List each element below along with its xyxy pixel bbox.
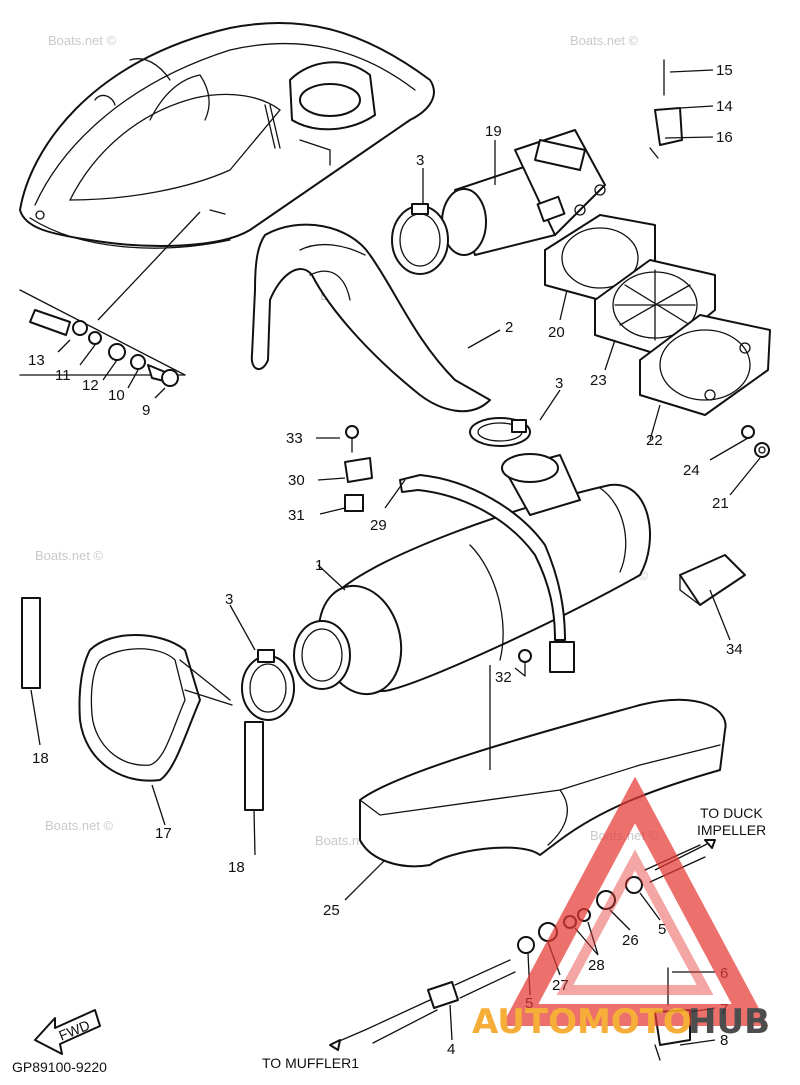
nut-21 (754, 442, 770, 458)
logo-text-hub: HUB (688, 1002, 770, 1042)
note-impeller: IMPELLER (697, 822, 766, 838)
watercraft-hull (19, 21, 435, 249)
callout-27: 27 (552, 977, 569, 994)
callout-21: 21 (712, 495, 729, 512)
note-to-muffler: TO MUFFLER1 (262, 1055, 359, 1071)
callout-31: 31 (288, 507, 305, 524)
callout-13: 13 (28, 352, 45, 369)
callout-18: 18 (228, 859, 245, 876)
note-to-duck: TO DUCK (700, 805, 763, 821)
callout-32: 32 (495, 669, 512, 686)
callout-4: 4 (447, 1041, 455, 1058)
logo-triangle-outer (501, 776, 769, 1026)
callout-3: 3 (555, 375, 563, 392)
callout-16: 16 (716, 129, 733, 146)
exhaust-outlet-17 (78, 634, 233, 782)
callout-11: 11 (55, 367, 71, 384)
callout-9: 9 (142, 402, 150, 419)
callout-23: 23 (590, 372, 607, 389)
watermark: Boats.net © (48, 33, 117, 48)
fwd-label: FWD (56, 1017, 92, 1044)
bracket-34 (679, 554, 746, 606)
hose-clamp-3 (469, 417, 531, 447)
logo-text-automoto: AUTOMOTO (472, 1002, 692, 1042)
callout-10: 10 (108, 387, 125, 404)
watermark: Boats.net © (570, 33, 639, 48)
fitting-5 (625, 876, 643, 894)
arrow-head (704, 839, 716, 849)
callout-14: 14 (716, 98, 733, 115)
hose-joint-4 (364, 959, 516, 1044)
seal-strip-18 (21, 597, 41, 689)
arrow-head (329, 1039, 341, 1051)
callout-18: 18 (32, 750, 49, 767)
callout-numbers: 1 2 3 3 3 4 5 5 6 7 8 9 10 11 12 13 14 1… (28, 62, 743, 1058)
callout-5: 5 (658, 921, 666, 938)
flange-22 (639, 314, 771, 416)
fitting-5 (517, 936, 535, 954)
muffler-band-29 (399, 474, 575, 673)
muffler-1 (293, 453, 651, 696)
callout-30: 30 (288, 472, 305, 489)
fwd-arrow: FWD (34, 1009, 101, 1055)
callout-26: 26 (622, 932, 639, 949)
callout-29: 29 (370, 517, 387, 534)
bracket-30 (344, 457, 373, 483)
callout-25: 25 (323, 902, 340, 919)
clip-14-15-16 (649, 59, 683, 159)
callout-22: 22 (646, 432, 663, 449)
callout-19: 19 (485, 123, 502, 140)
exhaust-bolt-detail (19, 211, 201, 399)
exhaust-manifold-19 (441, 129, 606, 256)
grommet-31 (344, 494, 364, 512)
callout-3: 3 (225, 591, 233, 608)
callout-28: 28 (588, 957, 605, 974)
bolt-32 (518, 649, 532, 677)
callout-12: 12 (82, 377, 99, 394)
fitting-26 (596, 890, 616, 910)
callout-8: 8 (720, 1032, 728, 1049)
bolt-33 (345, 425, 359, 453)
watermark: Boats.net © (45, 818, 114, 833)
automotohub-logo: AUTOMOTO HUB (472, 776, 770, 1042)
hose-clamp-3 (391, 203, 449, 275)
callout-33: 33 (286, 430, 303, 447)
callout-1: 1 (315, 557, 323, 574)
logo-triangle-inner (556, 849, 714, 995)
exhaust-hose-2 (250, 223, 491, 413)
callout-15: 15 (716, 62, 733, 79)
callout-20: 20 (548, 324, 565, 341)
seal-strip-18 (244, 721, 264, 811)
callout-3: 3 (416, 152, 424, 169)
nut-24 (741, 425, 755, 439)
callout-34: 34 (726, 641, 743, 658)
watermark: Boats.net © (35, 548, 104, 563)
callout-24: 24 (683, 462, 700, 479)
muffler-seat-25 (359, 698, 727, 868)
callout-2: 2 (505, 319, 513, 336)
callout-17: 17 (155, 825, 172, 842)
hose-clamp-3 (241, 649, 295, 721)
diagram-code: GP89100-9220 (12, 1059, 107, 1075)
